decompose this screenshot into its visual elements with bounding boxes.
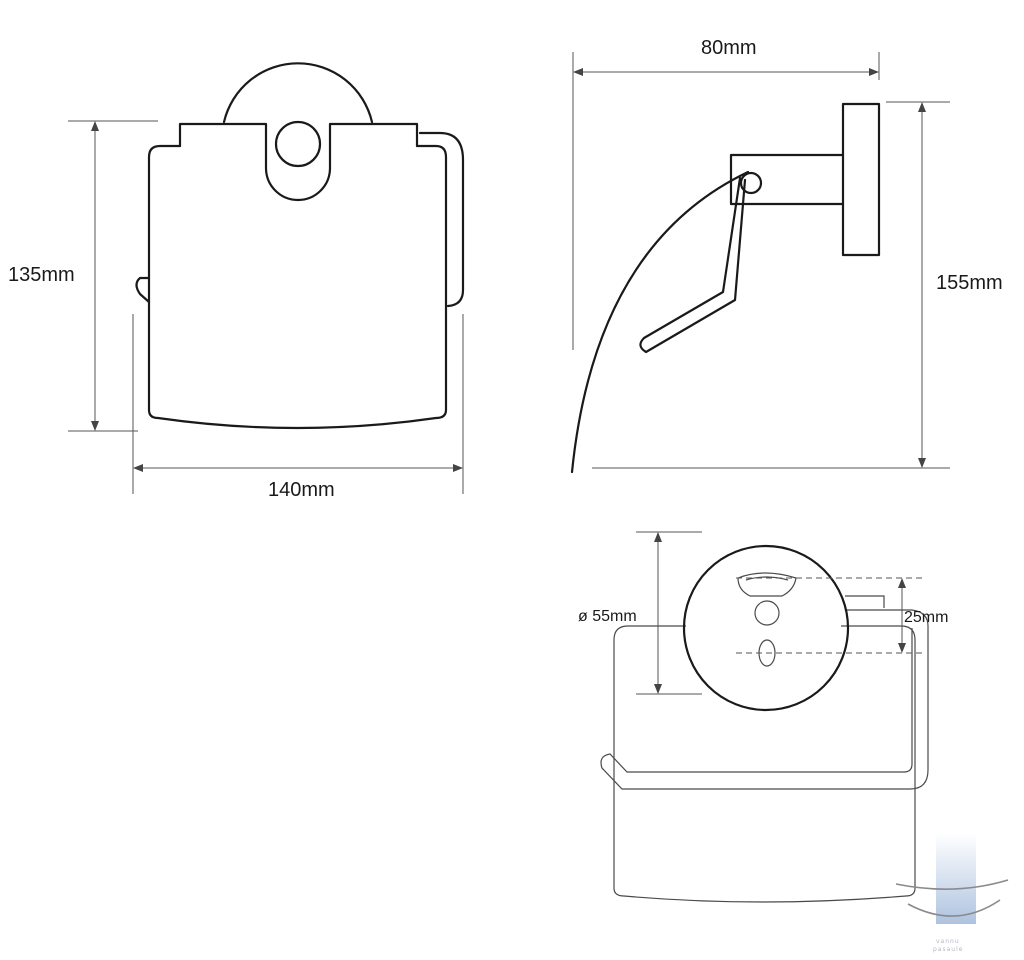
dim-25-label: 25mm	[904, 609, 948, 626]
dim-135-arrow-top	[91, 121, 99, 131]
dim-140-label: 140mm	[268, 479, 335, 501]
side-view: 80mm 155mm	[570, 37, 1003, 474]
rear-arm-mid	[600, 609, 929, 790]
dim-80-label: 80mm	[701, 37, 757, 59]
watermark-text-2: pasaule	[933, 946, 963, 953]
rear-top-slot-inner	[745, 576, 789, 581]
rear-base-plate	[682, 544, 850, 712]
front-lid-top	[178, 122, 419, 148]
front-cover	[147, 144, 448, 430]
dim-155-label: 155mm	[936, 272, 1003, 294]
dim-25-arrow-top	[898, 578, 906, 588]
rear-arm-top	[845, 595, 885, 608]
watermark-bar	[936, 834, 976, 924]
dim-140-arrow-right	[453, 464, 463, 472]
watermark-text-1: vannu	[936, 938, 960, 945]
dim-55-label: ø 55mm	[578, 608, 637, 625]
dim-55-arrow-top	[654, 532, 662, 542]
dim-140-arrow-left	[133, 464, 143, 472]
dim-80-arrow-right	[869, 68, 879, 76]
dim-55-arrow-bottom	[654, 684, 662, 694]
dim-135-label: 135mm	[8, 264, 75, 286]
front-right-arm	[418, 131, 465, 308]
side-arm	[729, 153, 845, 206]
dim-135-arrow-bottom	[91, 421, 99, 431]
dim-155-arrow-bottom	[918, 458, 926, 468]
watermark-logo: vannu pasaule	[895, 834, 1009, 953]
front-knob	[274, 120, 322, 168]
rear-screw-hole	[754, 600, 780, 626]
side-wall-plate	[841, 102, 881, 257]
front-rosette	[222, 62, 374, 124]
dim-80-arrow-left	[573, 68, 583, 76]
front-view: 135mm 140mm	[8, 62, 465, 501]
front-left-tab	[135, 276, 151, 304]
rear-cover-outline	[613, 625, 916, 903]
side-holder-rod	[639, 176, 747, 354]
side-lid-curve	[570, 170, 750, 474]
rear-view: ø 55mm 25mm	[578, 531, 948, 903]
dim-155-arrow-top	[918, 102, 926, 112]
watermark-wave-bottom	[907, 899, 1001, 917]
side-knob	[739, 171, 763, 195]
front-knob-slot	[264, 144, 332, 202]
dim-25-arrow-bottom	[898, 643, 906, 653]
rear-top-slot	[737, 572, 797, 597]
watermark-wave-top	[895, 879, 1009, 890]
